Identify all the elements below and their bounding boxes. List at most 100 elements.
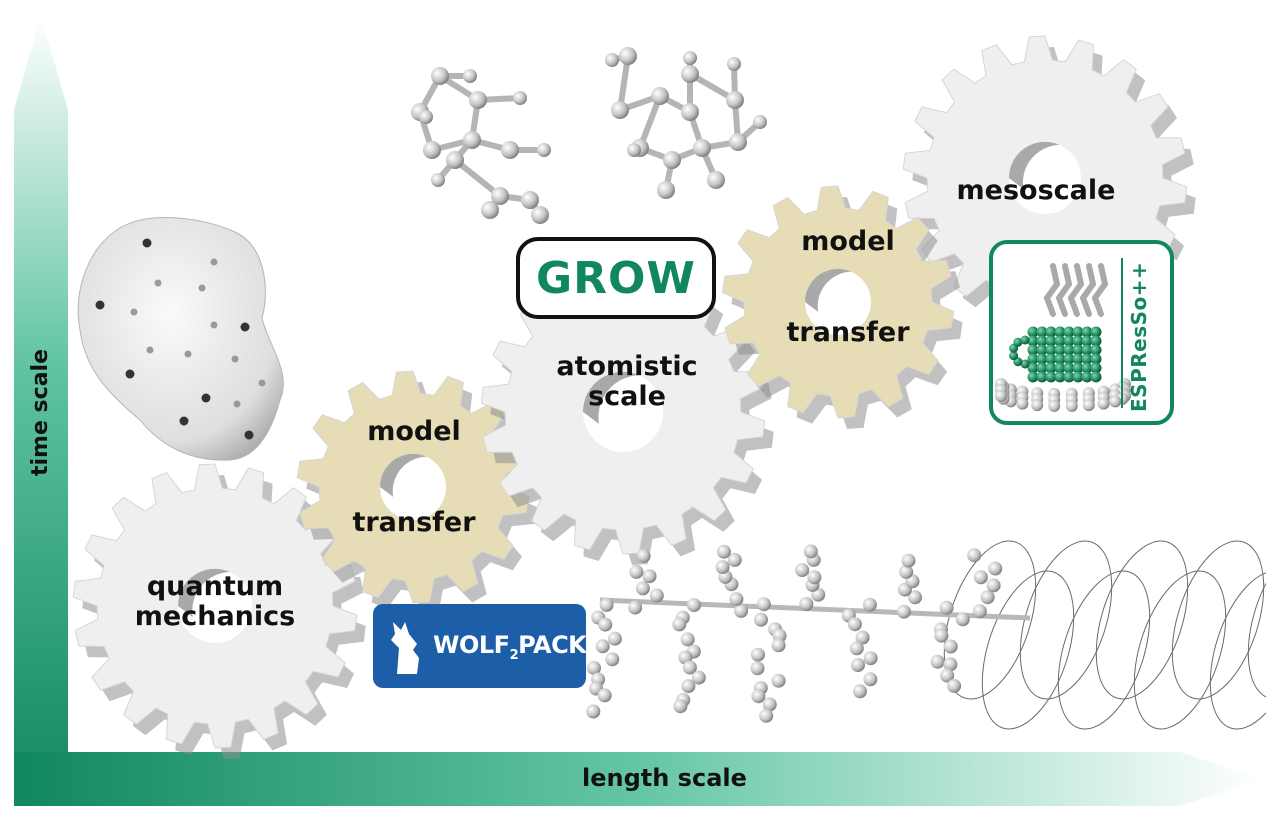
- molecule-right: [605, 47, 767, 199]
- polymer-atom: [803, 544, 818, 559]
- molecule-right-bond: [637, 93, 663, 151]
- polymer-atom: [771, 673, 786, 688]
- molecule-right-atom: [619, 47, 637, 65]
- molecule-right-atom: [663, 151, 681, 169]
- cup-bead: [1027, 371, 1039, 383]
- polymer-atom: [716, 544, 731, 559]
- polymer-atom: [855, 630, 870, 645]
- molecule-right-atom: [627, 143, 641, 157]
- polymer-atom: [807, 570, 822, 585]
- cup-saucer-bead: [1065, 399, 1078, 412]
- molecule-left-atom: [531, 206, 549, 224]
- polymer-atom: [795, 563, 810, 578]
- cup-bead: [1072, 362, 1084, 374]
- cup-steam: [1091, 263, 1109, 317]
- cup-bead: [1036, 326, 1048, 338]
- polymer-atom: [847, 617, 862, 632]
- polymer-atom: [635, 581, 650, 596]
- polymer-atom: [759, 708, 774, 723]
- polymer-atom: [681, 679, 696, 694]
- cup-bead: [1063, 335, 1075, 347]
- cup-saucer-bead: [1109, 395, 1122, 408]
- cup-bead: [1063, 326, 1075, 338]
- polymer-atom: [729, 592, 744, 607]
- polymer-coarse-ellipse: [1057, 570, 1151, 730]
- polymer-atom: [799, 597, 814, 611]
- cup-bead: [1081, 335, 1093, 347]
- cup-bead: [1081, 326, 1093, 338]
- cup-bead: [1045, 335, 1057, 347]
- cup-bead: [1036, 371, 1048, 383]
- grow-logo-text: GROW: [536, 252, 696, 304]
- cup-bead: [1045, 362, 1057, 374]
- cup-saucer-bead: [1082, 399, 1095, 412]
- molecule-left-atom: [521, 191, 539, 209]
- wolf-icon: [391, 622, 419, 674]
- x-axis-label: length scale: [582, 764, 747, 792]
- cup-steam: [1067, 263, 1085, 317]
- polymer-atom: [750, 661, 765, 676]
- polymer-atom: [586, 704, 601, 719]
- espresso-logo-text: ESPResSo++: [1127, 261, 1151, 412]
- polymer-atom: [853, 684, 867, 699]
- polymer-atom: [605, 652, 620, 667]
- molecule-right-bond: [617, 53, 631, 113]
- polymer-atom: [899, 564, 914, 579]
- cup-bead: [1045, 371, 1057, 383]
- cup-bead: [1090, 344, 1102, 356]
- cup-handle-bead: [1013, 337, 1023, 347]
- espresso-logo-divider: [1121, 258, 1123, 408]
- polymer-coarse-ellipse: [1133, 570, 1227, 730]
- polymer-atom: [943, 657, 958, 672]
- cup-bead: [1054, 326, 1066, 338]
- cup-steam: [1043, 263, 1061, 317]
- molecule-right-atom: [657, 181, 675, 199]
- polymer-atom: [727, 552, 742, 567]
- gear-transfer-1-hole-shade: [379, 453, 427, 497]
- cup-saucer-bead: [1031, 399, 1044, 412]
- cup-bead: [1027, 362, 1039, 374]
- molecule-left-atom: [419, 110, 433, 124]
- polymer-coarse-ellipse: [943, 540, 1037, 700]
- polymer-coarse-ellipse: [1247, 540, 1266, 700]
- y-axis-label: time scale: [28, 348, 53, 476]
- gear-quantum-hole-shade: [177, 568, 230, 618]
- cup-handle-bead: [1020, 359, 1030, 369]
- molecule-right-atom: [681, 103, 699, 121]
- polymer-atom: [939, 600, 954, 615]
- polymer-atom: [771, 638, 786, 653]
- polymer-atom: [901, 553, 916, 568]
- polymer-atom: [682, 660, 697, 675]
- molecule-right-atom: [753, 115, 767, 129]
- polymer-atom: [980, 590, 995, 605]
- cup-bead: [1072, 326, 1084, 338]
- molecule-left-bond: [452, 157, 503, 199]
- gear-mesoscale-hole-shade: [1008, 141, 1060, 189]
- cup-bead: [1054, 344, 1066, 356]
- cup-bead: [1036, 362, 1048, 374]
- cup-bead: [1081, 371, 1093, 383]
- cup-steam: [1079, 263, 1097, 317]
- molecule-left-atom: [446, 151, 464, 169]
- molecule-right-atom: [651, 87, 669, 105]
- cup-saucer-bead: [1048, 399, 1061, 412]
- time-axis-arrow: [14, 15, 68, 805]
- cup-bead: [1072, 335, 1084, 347]
- polymer-atom: [863, 651, 878, 666]
- gear-label-model-transfer-1: model transfer: [352, 416, 476, 538]
- molecule-left: [411, 67, 551, 224]
- polymer-atom: [673, 699, 688, 714]
- polymer-atom: [955, 612, 970, 627]
- cup-bead: [1081, 353, 1093, 365]
- gear-transfer-1: [296, 370, 538, 614]
- molecule-left-atom: [491, 187, 509, 205]
- cup-bead: [1063, 371, 1075, 383]
- coffee-cup-icon: [995, 263, 1131, 412]
- gear-atomistic: [480, 269, 774, 565]
- length-axis-arrow: [14, 752, 1262, 806]
- polymer-atom: [947, 678, 962, 693]
- polymer-atom: [595, 639, 610, 654]
- polymer-atom: [691, 670, 706, 685]
